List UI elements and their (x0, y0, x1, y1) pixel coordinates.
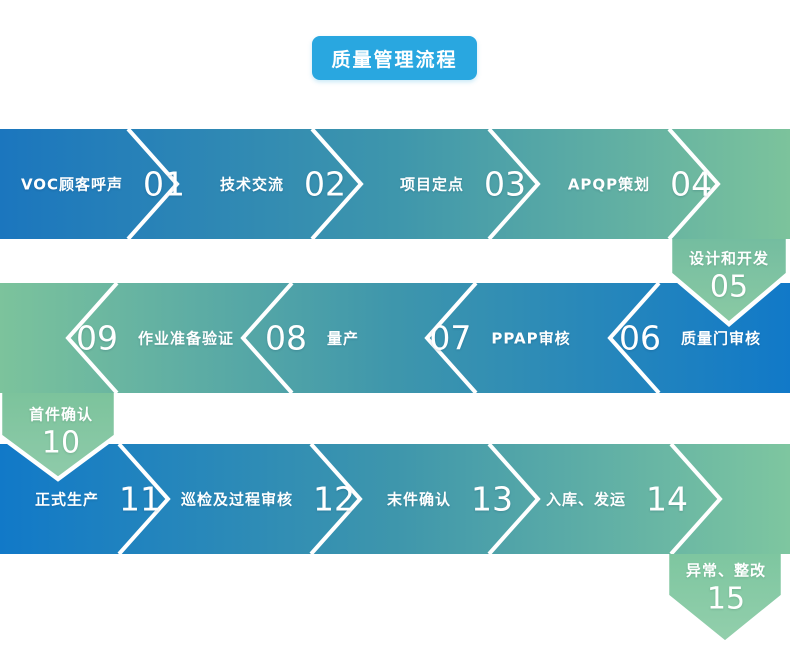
chevron-left-icon (607, 281, 661, 395)
chevron-left-icon (424, 281, 478, 395)
step-number: 08 (264, 318, 307, 358)
connector-label: 异常、整改 (685, 561, 767, 580)
step-number: 14 (646, 479, 689, 519)
step-03: 项目定点 03 (400, 168, 526, 201)
connector-number: 10 (41, 425, 81, 461)
step-number: 12 (313, 479, 356, 519)
chevron-right-icon (667, 127, 721, 241)
connector-pentagon-10 (0, 393, 119, 482)
step-number: 03 (484, 164, 527, 204)
step-label: VOC顾客呼声 (20, 175, 124, 194)
connector-label: 首件确认 (28, 405, 94, 424)
chevron-right-icon (487, 127, 541, 241)
step-label: 巡检及过程审核 (180, 490, 294, 509)
step-label: 量产 (326, 329, 360, 348)
band-row-1 (0, 129, 790, 239)
connector-number: 05 (709, 269, 749, 305)
step-06: 06 质量门审核 (619, 322, 761, 355)
row-2-chevrons (65, 281, 661, 395)
step-label: 入库、发运 (545, 490, 627, 509)
step-08: 08 量产 (265, 322, 359, 355)
row-1-chevrons (126, 127, 721, 241)
step-07: 07 PPAP审核 (429, 322, 570, 355)
step-02: 技术交流 02 (220, 168, 346, 201)
step-label: 正式生产 (34, 490, 100, 509)
connector-pentagon-15 (664, 554, 786, 646)
step-label: 末件确认 (386, 490, 452, 509)
step-number: 11 (119, 479, 162, 519)
chevron-left-icon (240, 281, 294, 395)
step-label: 质量门审核 (680, 329, 762, 348)
step-label: 技术交流 (219, 175, 285, 194)
step-label: 项目定点 (399, 175, 465, 194)
step-number: 07 (429, 318, 472, 358)
row-3-chevrons (117, 442, 723, 556)
step-number: 01 (143, 164, 186, 204)
band-row-3 (0, 444, 790, 554)
chevron-right-icon (126, 127, 180, 241)
step-14: 入库、发运 14 (546, 483, 688, 516)
step-number: 04 (670, 164, 713, 204)
connector-label: 设计和开发 (688, 249, 770, 268)
step-number: 13 (471, 479, 514, 519)
chevron-right-icon (309, 442, 363, 556)
chevron-right-icon (487, 442, 541, 556)
step-13: 末件确认 13 (387, 483, 513, 516)
connector-15: 异常、整改 15 (686, 560, 766, 615)
step-label: 作业准备验证 (137, 329, 235, 348)
title-badge: 质量管理流程 (312, 36, 477, 80)
connector-10: 首件确认 10 (29, 404, 93, 459)
step-11: 正式生产 11 (35, 483, 161, 516)
connector-05: 设计和开发 05 (689, 248, 769, 303)
step-label: APQP策划 (567, 175, 651, 194)
step-12: 巡检及过程审核 12 (181, 483, 355, 516)
chevron-right-icon (669, 442, 723, 556)
step-label: PPAP审核 (491, 329, 571, 348)
step-number: 02 (304, 164, 347, 204)
connector-pentagon-05 (667, 239, 790, 327)
step-number: 09 (75, 318, 118, 358)
page-title: 质量管理流程 (331, 48, 458, 71)
step-01: VOC顾客呼声 01 (21, 168, 185, 201)
chevron-left-icon (65, 281, 119, 395)
step-number: 06 (618, 318, 661, 358)
chevron-right-icon (310, 127, 364, 241)
chevron-right-icon (117, 442, 171, 556)
step-09: 09 作业准备验证 (76, 322, 234, 355)
connector-number: 15 (706, 581, 746, 617)
band-row-2 (0, 283, 790, 393)
step-04: APQP策划 04 (568, 168, 712, 201)
